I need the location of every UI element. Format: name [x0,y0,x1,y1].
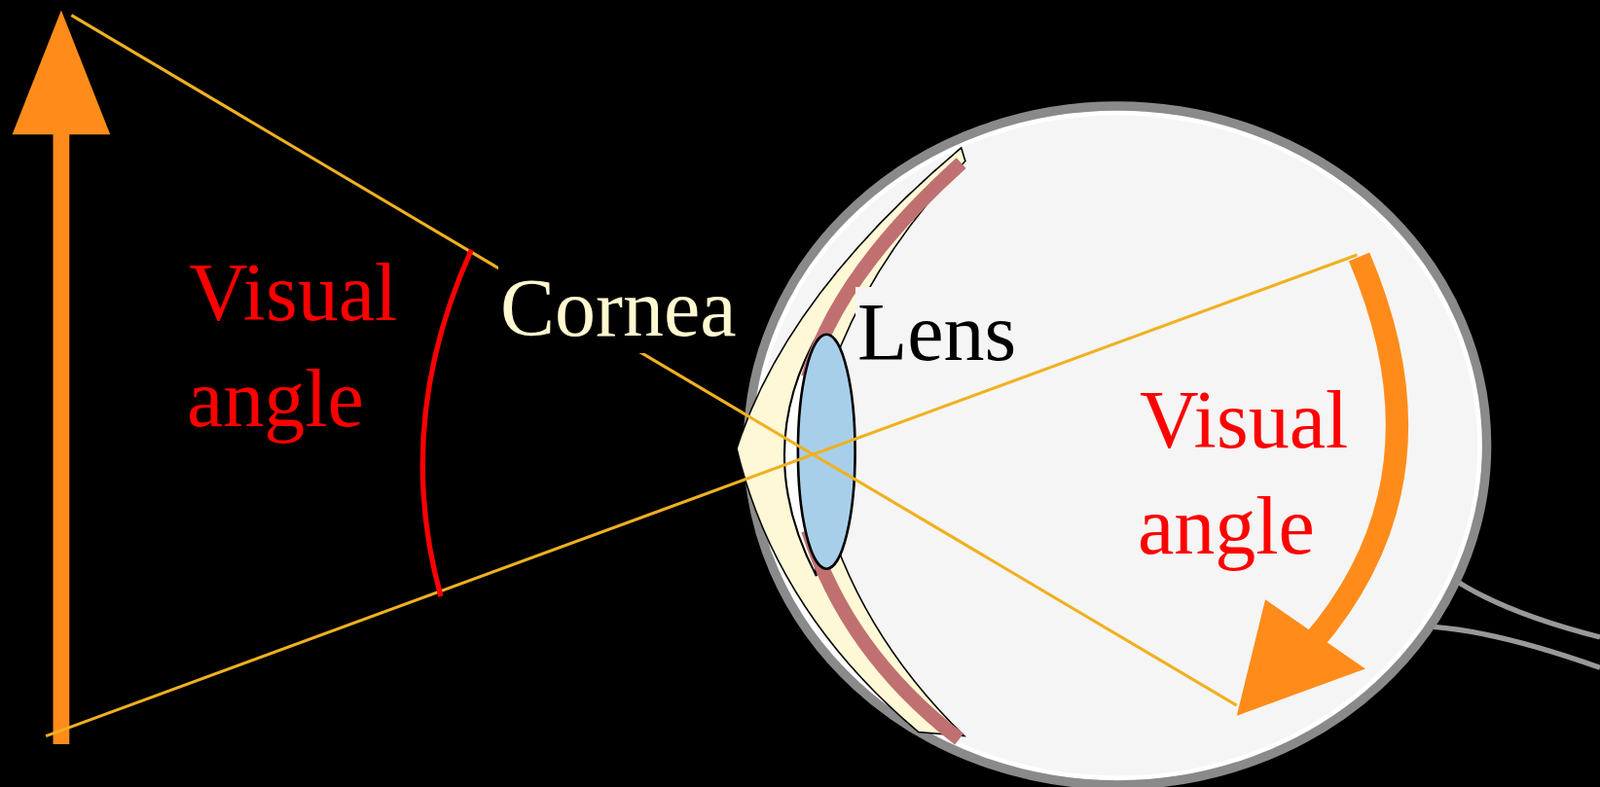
part-label-text: Cornea [498,262,739,354]
angle-label-text: Visual angle [1137,374,1348,572]
part-label-text: Lens [855,287,1019,378]
eyeball-outline [748,106,1488,786]
angle-label-text: Visual angle [186,247,398,444]
part-label: Lens [855,279,1019,386]
optic-nerve [1449,576,1600,638]
angle-label: Visual angle [186,239,460,452]
optic-nerve [1433,626,1600,668]
angle-arc [422,250,472,597]
angle-label: Visual angle [1137,366,1411,580]
part-label: Cornea [498,254,739,362]
image-arrow-head [1236,599,1366,716]
object-arrow-shaft [53,111,71,745]
light-ray [71,15,1237,706]
